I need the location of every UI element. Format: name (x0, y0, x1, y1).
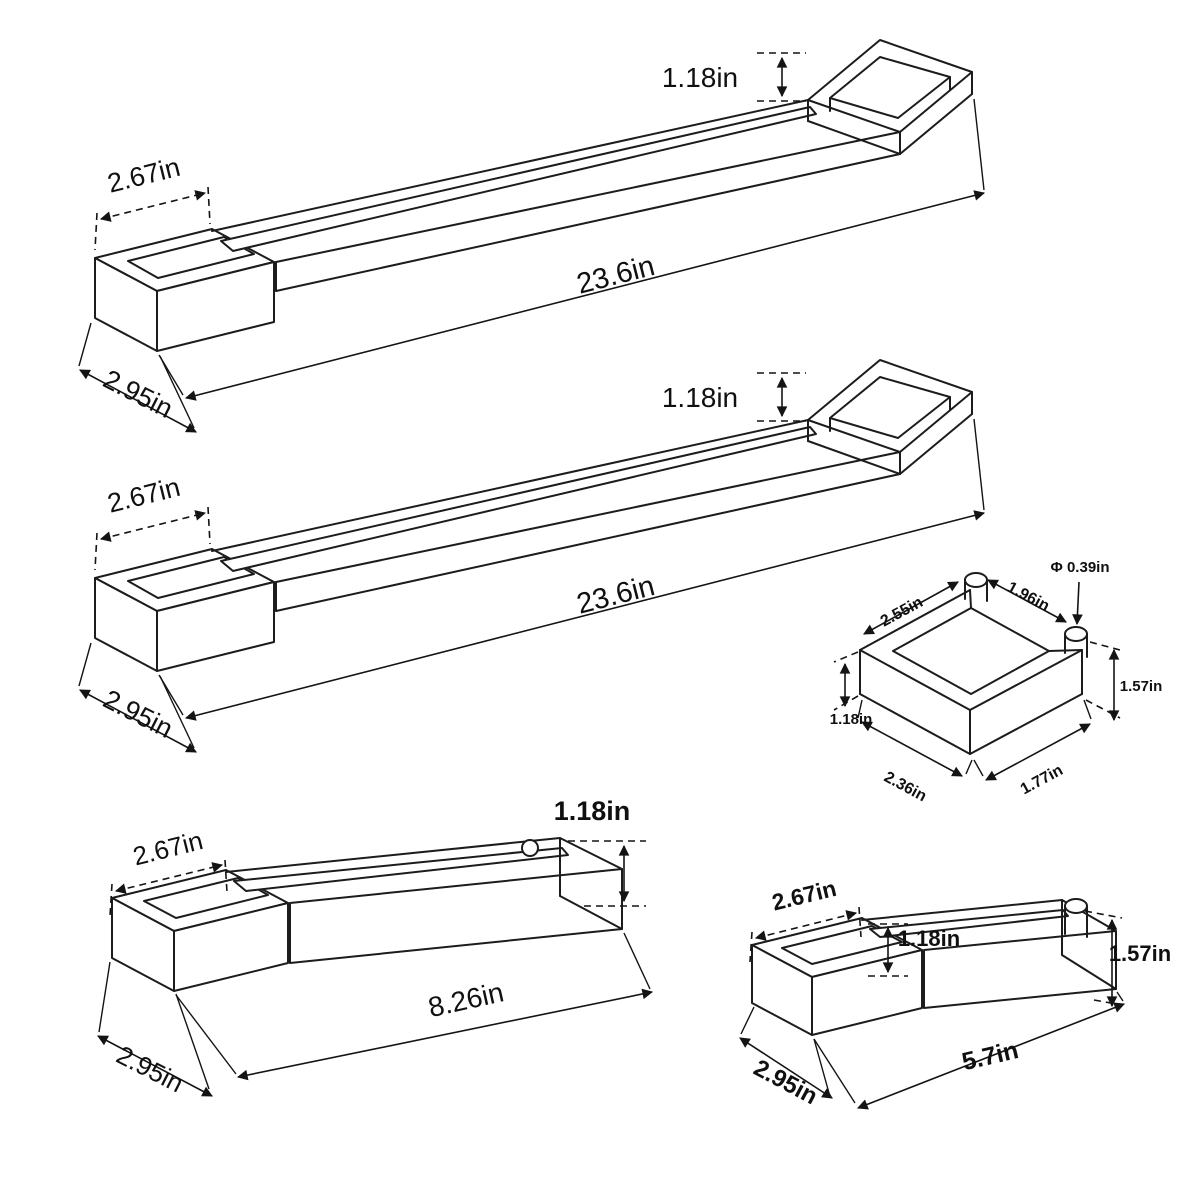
tp-depth-label: 2.67in (769, 875, 838, 916)
tp-length-label: 5.7in (959, 1036, 1021, 1076)
dimension-lines (833, 579, 1121, 781)
ring-opening-label: 1.96in (1004, 579, 1052, 615)
end-knob (521, 839, 539, 857)
bar2-width-label: 2.95in (98, 684, 177, 744)
ring-pin-diameter-label: Φ 0.39in (1050, 559, 1109, 576)
ring-bottom-right-label: 1.77in (1018, 762, 1066, 798)
toilet-paper-holder-drawing (739, 898, 1125, 1110)
dimension-lines (97, 840, 654, 1097)
ring-back-left-label: 2.55in (878, 594, 926, 631)
ring-bottom-left-label: 2.36in (881, 769, 929, 806)
hand-towel-bar-drawing (97, 837, 654, 1097)
bar2-depth-label: 2.67in (104, 472, 183, 519)
bar1-width-label: 2.95in (98, 364, 177, 424)
bar2-length-label: 23.6in (574, 570, 658, 621)
handbar-length-label: 8.26in (425, 976, 506, 1023)
handbar-height-label: 1.18in (554, 796, 631, 826)
handbar-depth-label: 2.67in (130, 825, 206, 871)
bar2-height-label: 1.18in (662, 382, 738, 413)
ring-right-height-label: 1.57in (1120, 678, 1163, 695)
bar1-height-label: 1.18in (662, 62, 738, 93)
dimension-lines (739, 906, 1125, 1110)
towel-bar-1-drawing (79, 40, 984, 432)
mounting-pin-right (1064, 626, 1088, 658)
tp-hook-height-label: 1.57in (1109, 941, 1171, 966)
ring-left-height-label: 1.18in (830, 711, 873, 728)
tp-bar-height-label: 1.18in (898, 926, 960, 951)
tp-width-label: 2.95in (749, 1054, 822, 1110)
hook-pin (1064, 898, 1088, 938)
towel-bar-2-drawing (79, 360, 984, 752)
square-towel-ring-drawing (833, 572, 1121, 781)
mounting-pin-back (964, 572, 988, 602)
handbar-width-label: 2.95in (112, 1040, 189, 1099)
bar1-depth-label: 2.67in (104, 152, 183, 199)
bar1-length-label: 23.6in (574, 250, 658, 301)
